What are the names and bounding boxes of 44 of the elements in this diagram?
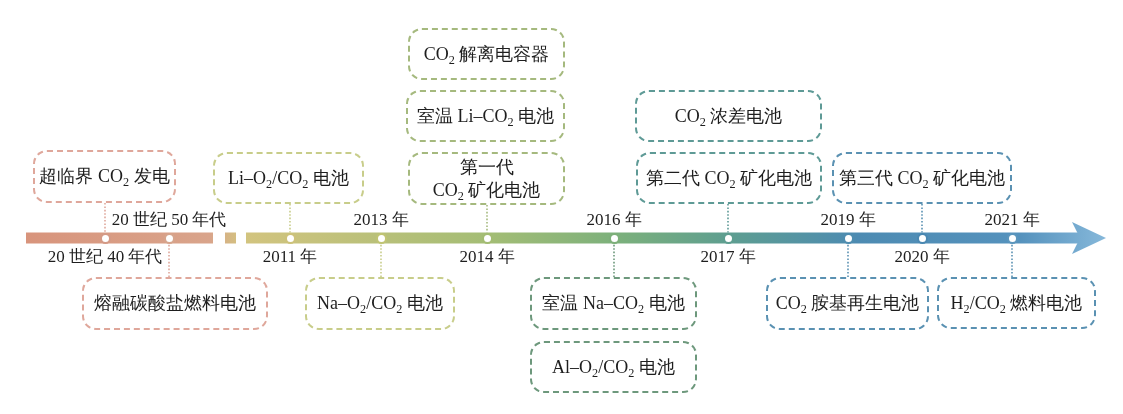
timeline-dot xyxy=(375,232,387,244)
event-box: 超临界 CO$_{2}$ 发电 xyxy=(33,150,176,203)
timeline-dot xyxy=(163,232,175,244)
leader-line xyxy=(168,242,170,278)
leader-line xyxy=(104,202,106,234)
event-box: Na–O$_{2}$/CO$_{2}$ 电池 xyxy=(305,277,455,330)
year-label: 2021 年 xyxy=(984,209,1040,230)
year-label: 2013 年 xyxy=(353,209,409,230)
leader-line xyxy=(486,204,488,234)
year-label: 2017 年 xyxy=(700,246,756,267)
event-box: Li–O$_{2}$/CO$_{2}$ 电池 xyxy=(213,152,364,204)
timeline-dot xyxy=(722,232,734,244)
year-label: 2014 年 xyxy=(459,246,515,267)
year-label: 2020 年 xyxy=(894,246,950,267)
timeline-dot xyxy=(99,232,111,244)
timeline-dot xyxy=(284,232,296,244)
event-box: 第三代 CO$_{2}$ 矿化电池 xyxy=(832,152,1012,204)
leader-line xyxy=(1011,242,1013,278)
event-box: 第二代 CO$_{2}$ 矿化电池 xyxy=(636,152,822,204)
timeline-dot xyxy=(916,232,928,244)
leader-line xyxy=(921,203,923,234)
year-label: 2011 年 xyxy=(262,246,318,267)
event-box: CO$_{2}$ 胺基再生电池 xyxy=(766,277,929,330)
year-label: 2019 年 xyxy=(820,209,876,230)
leader-line xyxy=(727,203,729,234)
event-box: 熔融碳酸盐燃料电池 xyxy=(82,277,268,330)
year-label: 20 世纪 40 年代 xyxy=(47,246,163,267)
event-box: 第一代 CO$_{2}$ 矿化电池 xyxy=(408,152,565,205)
event-box: CO$_{2}$ 解离电容器 xyxy=(408,28,565,80)
event-box: 室温 Li–CO$_{2}$ 电池 xyxy=(406,90,565,142)
leader-line xyxy=(289,203,291,234)
leader-line xyxy=(847,242,849,278)
timeline-dot xyxy=(608,232,620,244)
timeline-dot xyxy=(1006,232,1018,244)
timeline-dot xyxy=(842,232,854,244)
event-box: Al–O$_{2}$/CO$_{2}$ 电池 xyxy=(530,341,697,393)
leader-line xyxy=(613,242,615,278)
event-box: CO$_{2}$ 浓差电池 xyxy=(635,90,822,142)
event-box: 室温 Na–CO$_{2}$ 电池 xyxy=(530,277,697,330)
leader-line xyxy=(380,242,382,278)
event-box: H$_{2}$/CO$_{2}$ 燃料电池 xyxy=(937,277,1096,329)
year-label: 2016 年 xyxy=(586,209,642,230)
year-label: 20 世纪 50 年代 xyxy=(111,209,227,230)
timeline-dot xyxy=(481,232,493,244)
